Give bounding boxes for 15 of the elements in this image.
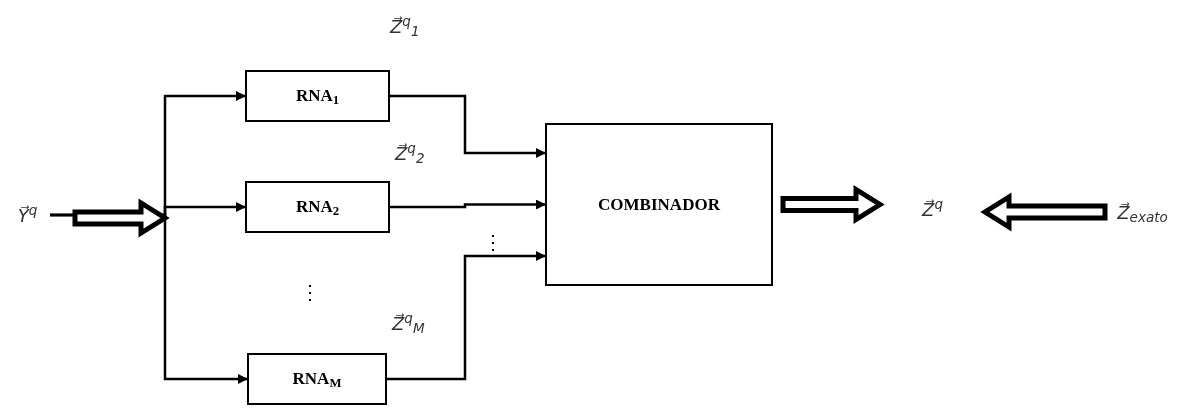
math-symbol: Z⃗$^{q}$	[880, 192, 985, 226]
arrow	[387, 251, 546, 381]
process-box: RNA$_{2}$	[245, 181, 390, 233]
process-box: RNA$_{1}$	[245, 70, 390, 122]
block-arrow	[780, 185, 885, 224]
ellipsis-mark: ⋮	[483, 232, 503, 252]
math-symbol: Y⃗$^{q}$	[5, 198, 50, 232]
arrow	[390, 94, 546, 158]
ellipsis-mark: ⋮	[300, 282, 320, 302]
math-symbol: Z⃗$_{exato}$	[1105, 192, 1180, 232]
arrow	[390, 199, 546, 210]
block-arrow	[72, 198, 170, 238]
block-arrow	[980, 192, 1108, 232]
process-box: COMBINADOR	[545, 123, 773, 286]
process-box: RNA$_{M}$	[247, 353, 387, 405]
